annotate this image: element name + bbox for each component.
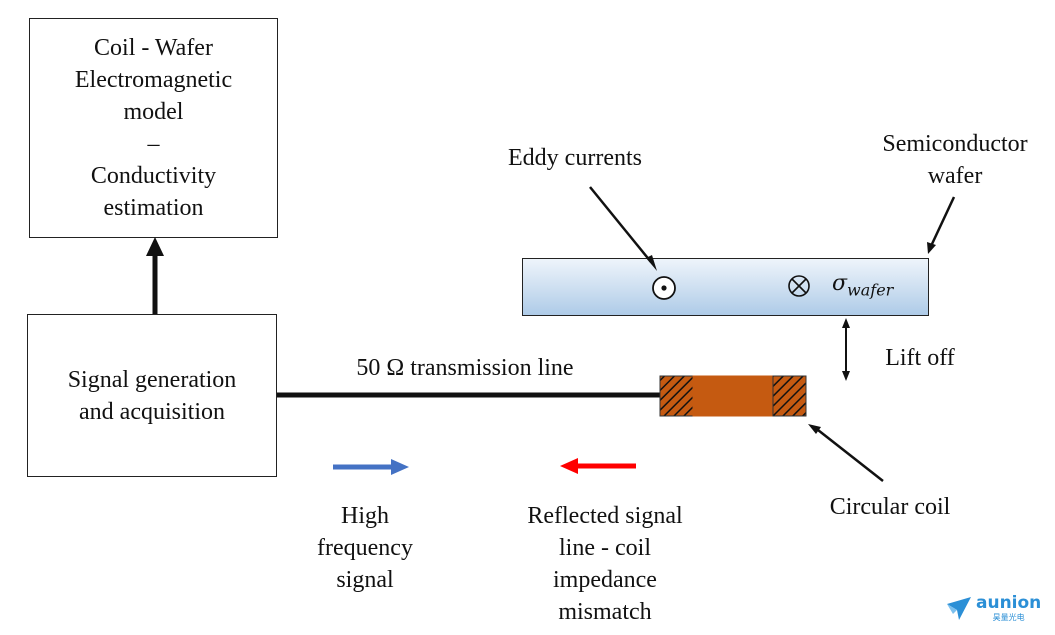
- lift-off-double-arrow: [842, 318, 850, 381]
- transmission-line-label: 50 Ω transmission line: [356, 355, 574, 381]
- circular-coil-pointer: [808, 424, 884, 482]
- em-model-box: Coil - Wafer Electromagnetic model – Con…: [29, 18, 278, 238]
- high-frequency-signal-label: High frequency signal: [317, 503, 413, 593]
- paper-plane-icon: [947, 597, 971, 620]
- em-model-label: Coil - Wafer Electromagnetic model – Con…: [74, 35, 233, 221]
- eddy-currents-label: Eddy currents: [508, 145, 642, 171]
- semiconductor-wafer-label: Semiconductor wafer: [882, 131, 1028, 189]
- sigma-symbol: σ: [832, 271, 848, 296]
- signal-generation-box: Signal generation and acquisition: [27, 314, 277, 477]
- watermark-subtitle: 昊量光电: [992, 612, 1025, 622]
- forward-signal-arrow: [333, 459, 409, 475]
- wafer-conductivity-symbol: σwafer: [832, 271, 893, 299]
- lift-off-label: Lift off: [885, 345, 955, 371]
- signal-generation-label: Signal generation and acquisition: [67, 366, 237, 425]
- upward-flow-arrow: [146, 237, 164, 314]
- circular-coil-label: Circular coil: [829, 494, 951, 520]
- watermark-brand: aunion: [976, 592, 1042, 613]
- circular-coil: [659, 375, 807, 417]
- watermark-logo: aunion 昊量光电: [945, 594, 1041, 622]
- sigma-subscript: wafer: [847, 280, 894, 300]
- reflected-signal-label: Reflected signal line - coil impedance m…: [527, 503, 683, 625]
- wafer-pointer: [927, 196, 956, 254]
- semiconductor-wafer: [522, 258, 929, 316]
- reflected-signal-arrow: [560, 458, 636, 474]
